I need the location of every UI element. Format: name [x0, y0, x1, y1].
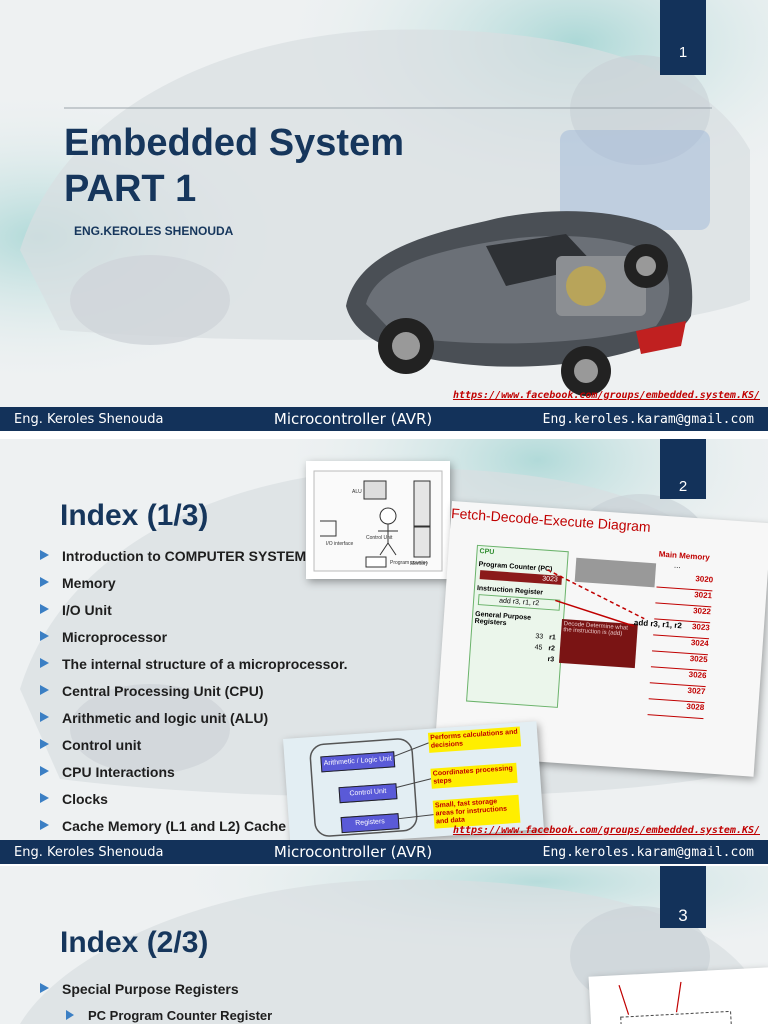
slide-2: 2 Index (1/3) Introduction to COMPUTER S…: [0, 439, 768, 864]
bullet-arrow-icon: [40, 820, 49, 830]
title-line-1: Embedded System: [64, 122, 404, 164]
fetch-decode-execute-diagram: Fetch-Decode-Execute Diagram CPU Program…: [434, 501, 768, 777]
bullet-arrow-icon: [40, 793, 49, 803]
facebook-link[interactable]: https://www.facebook.com/groups/embedded…: [452, 390, 760, 401]
index-list: Special Purpose Registers: [40, 980, 239, 1007]
list-item: Cache Memory (L1 and L2) Cache: [40, 817, 348, 844]
slide-number: 1: [660, 0, 706, 75]
slide-3: 3 Index (2/3) Special Purpose Registers …: [0, 866, 768, 1024]
list-item: I/O Unit: [40, 601, 348, 628]
slide-number: 2: [660, 439, 706, 499]
architecture-drawing: ALU I/O interface Control Unit Memory Pr…: [313, 470, 443, 572]
cpu-units-diagram: Arithmetic / Logic Unit Control Unit Reg…: [283, 721, 544, 847]
list-item: Central Processing Unit (CPU): [40, 682, 348, 709]
arch-io-label: I/O interface: [326, 541, 353, 547]
list-item: CPU Interactions: [40, 763, 348, 790]
list-item: Clocks: [40, 790, 348, 817]
footer-email: Eng.keroles.karam@gmail.com: [542, 844, 754, 860]
facebook-link[interactable]: https://www.facebook.com/groups/embedded…: [452, 825, 760, 836]
index-list: Introduction to COMPUTER SYSTEM Memory I…: [40, 547, 348, 844]
slide-subtitle: ENG.KEROLES SHENOUDA: [74, 224, 234, 238]
registers-note: Small, fast storage areas for instructio…: [432, 794, 521, 829]
bullet-arrow-icon: [40, 766, 49, 776]
car-cutaway-image: [346, 211, 693, 396]
list-item: Microprocessor: [40, 628, 348, 655]
background-car-illustration: [0, 0, 768, 431]
register-diagram: [618, 981, 732, 1024]
footer-author: Eng. Keroles Shenouda: [14, 844, 164, 860]
list-item: Memory: [40, 574, 348, 601]
bullet-arrow-icon: [40, 604, 49, 614]
architecture-sketch: ALU I/O interface Control Unit Memory Pr…: [306, 461, 450, 579]
footer-course: Microcontroller (AVR): [273, 410, 433, 428]
footer: Eng. Keroles Shenouda Microcontroller (A…: [0, 840, 768, 864]
slide-title: Index (1/3): [60, 499, 209, 532]
arch-alu-label: ALU: [352, 489, 362, 495]
bullet-arrow-icon: [40, 631, 49, 641]
slide-title: Index (2/3): [60, 926, 209, 959]
arch-memory-label: Memory: [410, 561, 429, 567]
footer-course: Microcontroller (AVR): [273, 843, 433, 861]
footer-author: Eng. Keroles Shenouda: [14, 411, 164, 427]
cpu-units-bracket: [309, 738, 434, 837]
arch-cu-label: Control Unit: [366, 535, 393, 541]
slide-title: Embedded System PART 1: [64, 120, 404, 212]
list-item: The internal structure of a microprocess…: [40, 655, 348, 682]
fde-arrows: [547, 569, 645, 627]
slide-number: 3: [660, 866, 706, 928]
bullet-arrow-icon: [40, 983, 49, 993]
list-item: PC Program Counter Register: [66, 1007, 272, 1024]
list-item: Control unit: [40, 736, 348, 763]
diagram-thumbnail: [588, 967, 768, 1024]
footer: Eng. Keroles Shenouda Microcontroller (A…: [0, 407, 768, 431]
arch-pc-label: Program counter: [390, 560, 428, 566]
bullet-arrow-icon: [40, 577, 49, 587]
bullet-arrow-icon: [40, 550, 49, 560]
footer-email: Eng.keroles.karam@gmail.com: [542, 411, 754, 427]
bullet-arrow-icon: [40, 658, 49, 668]
bullet-arrow-icon: [66, 1010, 74, 1020]
bullet-arrow-icon: [40, 739, 49, 749]
list-item: Arithmetic and logic unit (ALU): [40, 709, 348, 736]
list-item: Special Purpose Registers: [40, 980, 239, 1007]
title-line-2: PART 1: [64, 168, 197, 210]
bullet-arrow-icon: [40, 685, 49, 695]
index-sublist: PC Program Counter Register: [66, 1007, 272, 1024]
list-item: Introduction to COMPUTER SYSTEM: [40, 547, 348, 574]
bullet-arrow-icon: [40, 712, 49, 722]
slide-1: 1 Embedded System PART 1 ENG.KEROLES SHE…: [0, 0, 768, 431]
